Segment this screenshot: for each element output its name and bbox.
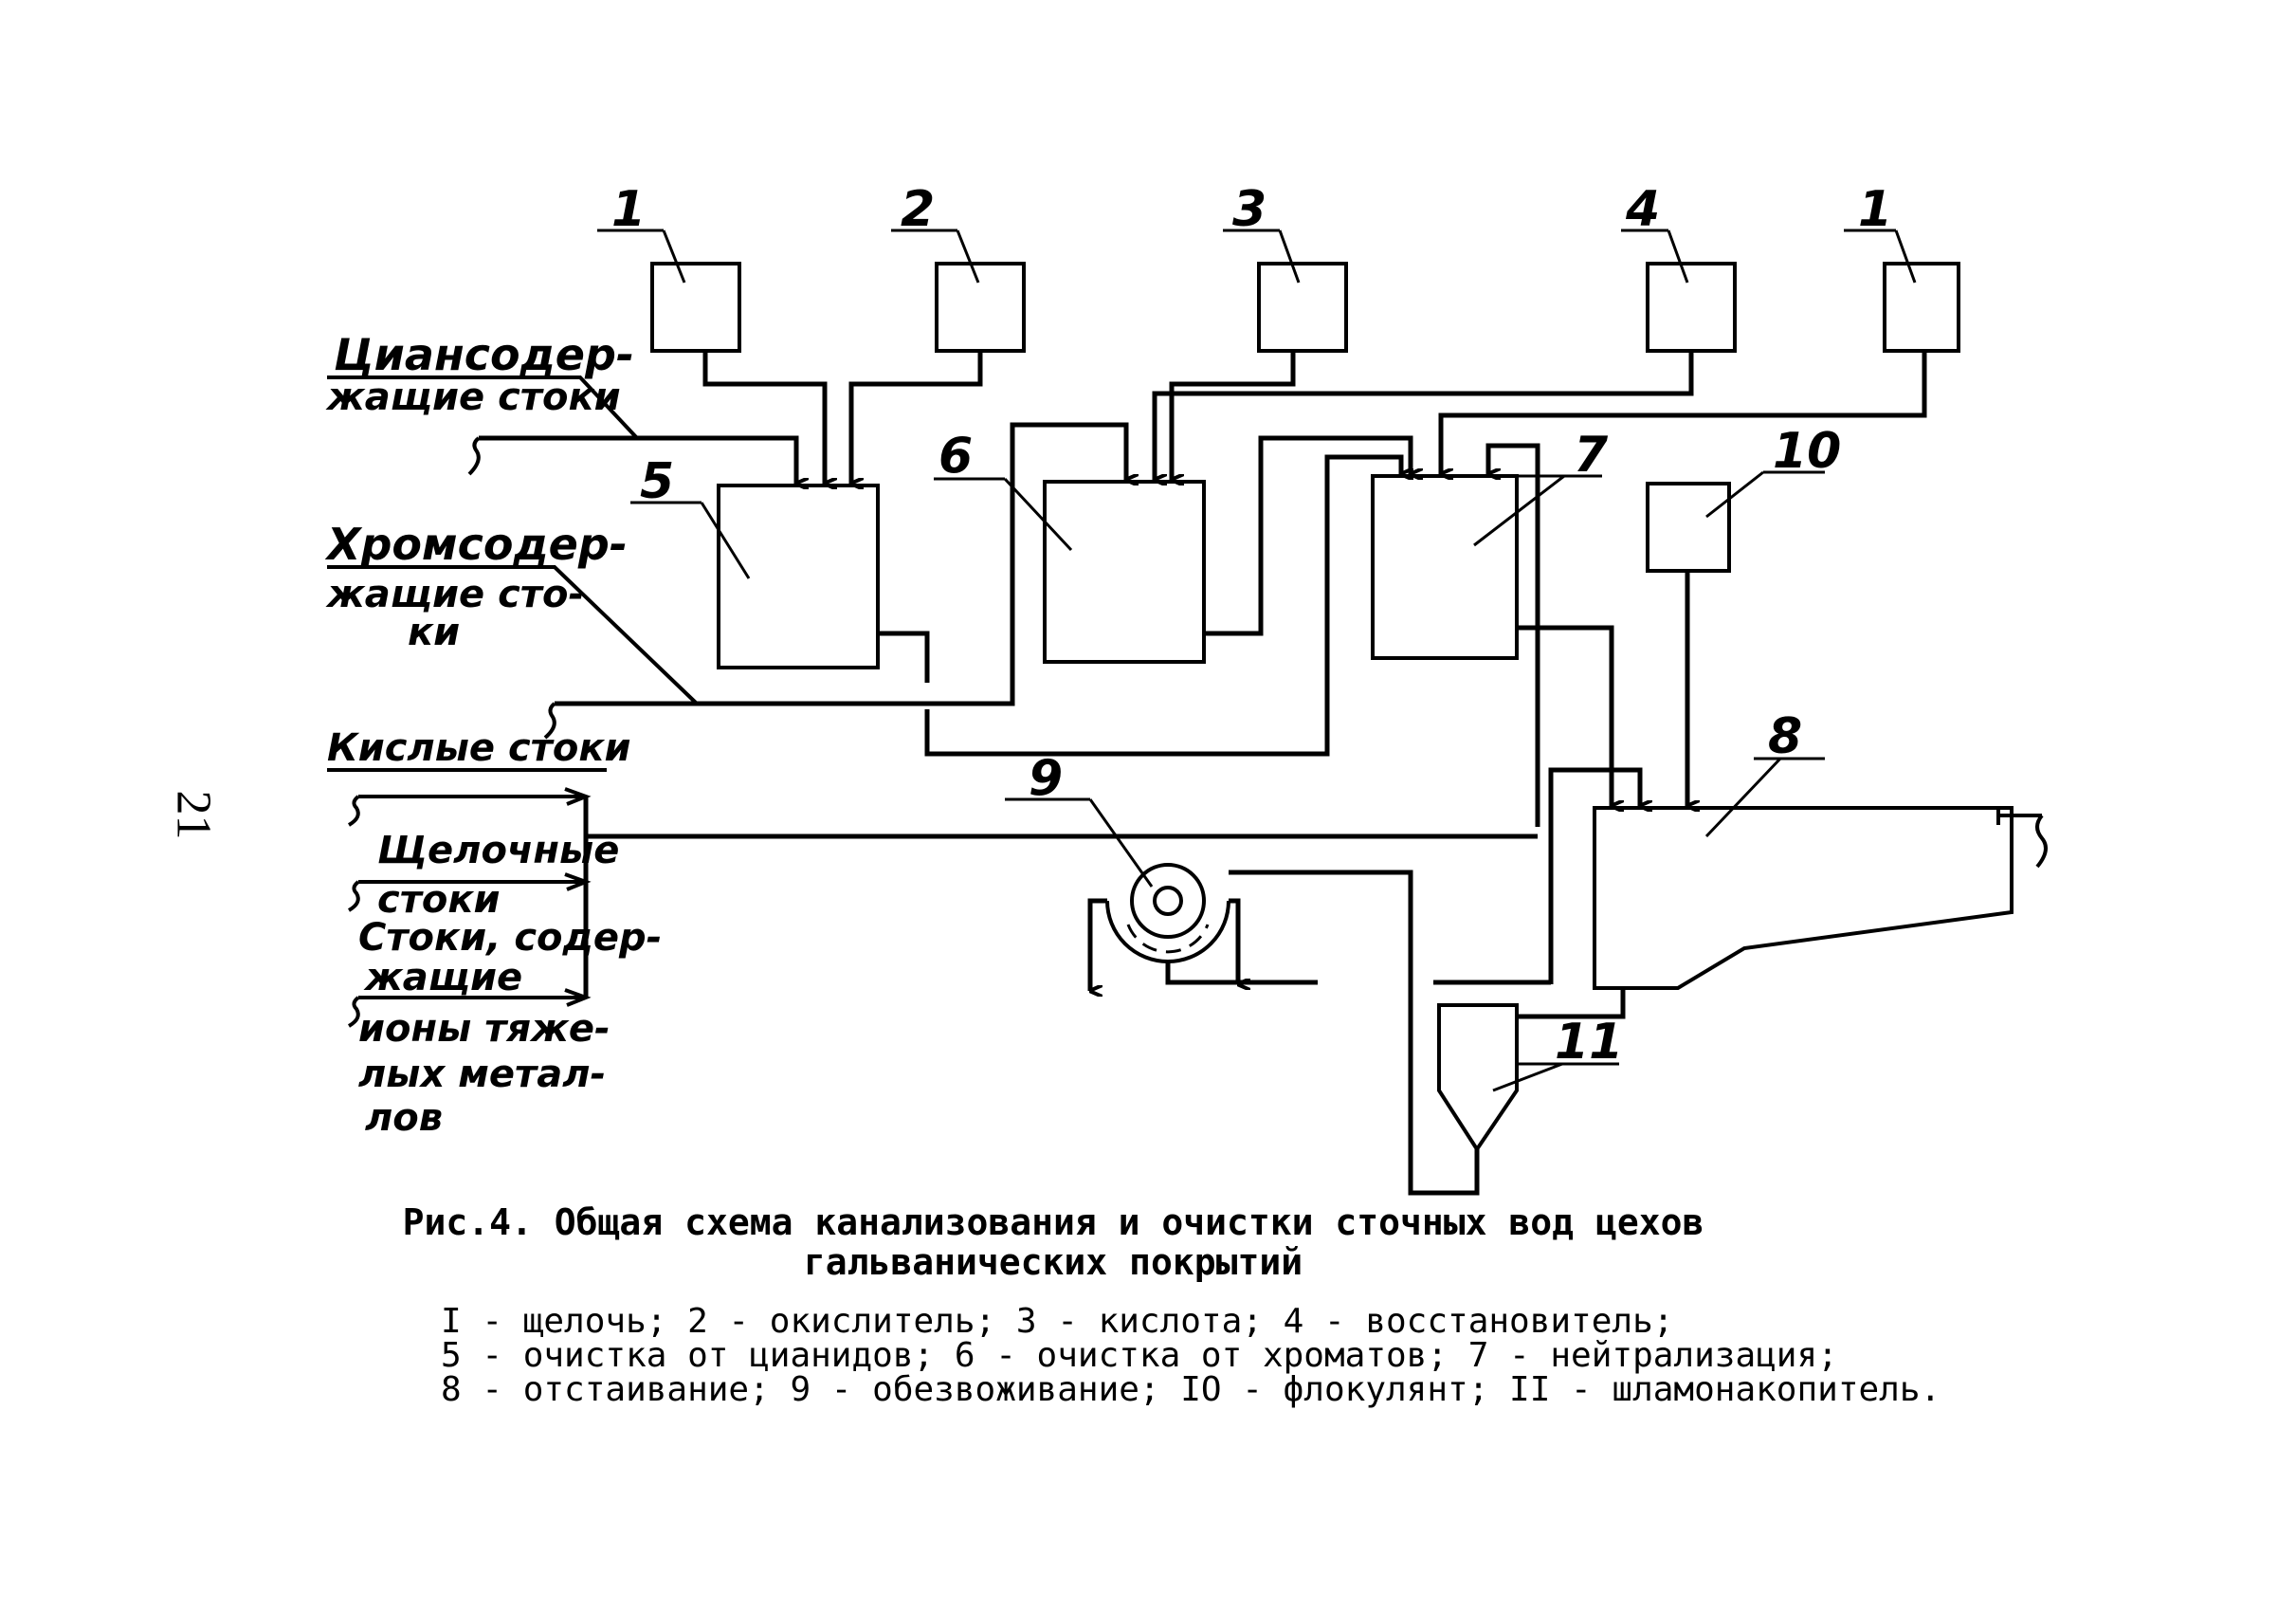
label-unit-4: 4 [1625, 181, 1660, 238]
label-unit-9: 9 [1029, 750, 1063, 807]
label-unit-1b: 1 [1858, 181, 1892, 238]
label-heavy-line3: ионы тяже- [358, 1007, 610, 1051]
label-unit-6: 6 [938, 428, 973, 485]
label-unit-2: 2 [901, 181, 935, 238]
label-acid: Кислые стоки [327, 726, 631, 770]
reagent-box-2: 2 [891, 181, 1026, 353]
reagent-box-1a: 1 [597, 181, 741, 353]
legend-line3: 8 - отстаивание; 9 - обезвоживание; IO -… [441, 1370, 1941, 1409]
tank-5-cyanide-removal: 5 [630, 453, 880, 669]
legend-line2: 5 - очистка от цианидов; 6 - очистка от … [441, 1336, 1838, 1375]
label-unit-10: 10 [1773, 423, 1841, 480]
dewatering-filter-9: 9 [1005, 750, 1230, 963]
label-unit-8: 8 [1768, 708, 1802, 765]
label-chrome-line3: ки [408, 611, 460, 654]
label-chrome-line2: жащие сто- [325, 573, 584, 616]
figure-title: Рис.4. Общая схема канализования и очист… [0, 1202, 2296, 1282]
page-number: 21 [166, 790, 221, 840]
label-heavy-line5: лов [365, 1096, 443, 1140]
label-unit-5: 5 [640, 453, 674, 510]
label-unit-1a: 1 [611, 181, 646, 238]
figure-title-line2: гальванических покрытий [803, 1241, 1303, 1283]
inflow-lines [327, 376, 699, 1028]
label-chrome-line1: Хромсодер- [324, 519, 628, 570]
label-heavy-line1: Стоки, содер- [358, 916, 662, 960]
settler-8: 8 [1593, 708, 2048, 990]
figure-title-line1: Рис.4. Общая схема канализования и очист… [402, 1201, 1704, 1243]
label-unit-11: 11 [1555, 1014, 1623, 1071]
label-heavy-line2: жащие [363, 956, 522, 999]
label-alkaline-line1: Щелочные [377, 829, 619, 872]
label-unit-3: 3 [1232, 181, 1266, 238]
reagent-box-3: 3 [1223, 181, 1348, 353]
tank-6-chromate-removal: 6 [934, 428, 1206, 664]
flocculant-box-10: 10 [1646, 423, 1841, 573]
label-heavy-line4: лых метал- [358, 1053, 606, 1096]
label-cyanide-line1: Циансодер- [334, 329, 634, 380]
pipelines [479, 351, 1927, 1196]
label-alkaline-line2: стоки [377, 878, 501, 922]
label-unit-7: 7 [1574, 427, 1609, 484]
label-cyanide-line2: жащие стоки [325, 376, 621, 419]
sludge-collector-11: 11 [1437, 1003, 1623, 1153]
legend-line1: I - щелочь; 2 - окислитель; 3 - кислота;… [441, 1302, 1674, 1341]
figure-legend: I - щелочь; 2 - окислитель; 3 - кислота;… [441, 1305, 1941, 1407]
reagent-box-1b: 1 [1844, 181, 1960, 353]
reagent-box-4: 4 [1621, 181, 1737, 353]
